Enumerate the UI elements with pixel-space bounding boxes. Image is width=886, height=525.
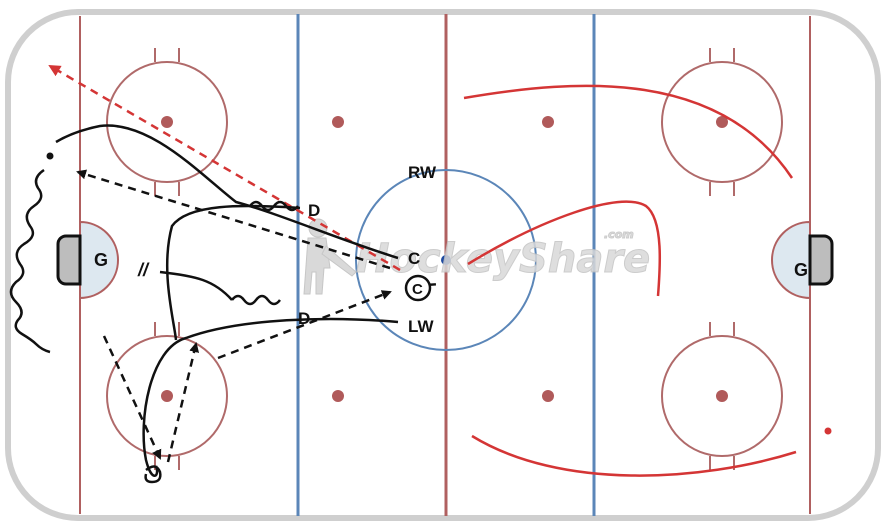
goal-net-left — [56, 234, 82, 286]
red-skating-paths — [463, 84, 797, 477]
marker-double-slash: // — [137, 260, 150, 280]
red-pass-arrow — [48, 64, 401, 272]
red-puck — [824, 427, 832, 435]
label-coach: C — [412, 281, 423, 298]
lw-skate-path — [142, 317, 399, 477]
neutral-dot — [542, 116, 554, 128]
label-goalie-left: G — [94, 250, 108, 270]
label-goalie-right: G — [794, 260, 808, 280]
goal-crease-left — [79, 220, 119, 300]
goal-crease-right — [771, 220, 811, 300]
watermark-player-icon — [303, 218, 357, 295]
d-bottom-skate-wiggle — [231, 294, 281, 306]
black-skating-paths — [9, 124, 399, 484]
faceoff-circle-top-right — [661, 48, 783, 196]
label-c: C — [408, 249, 420, 268]
goalie-wiggle-path — [9, 168, 51, 354]
neutral-dot — [332, 390, 344, 402]
faceoff-circle-bottom-left — [106, 322, 228, 470]
center-circle — [355, 169, 537, 351]
faceoff-circle-top-left — [106, 48, 228, 196]
curl-path — [144, 465, 162, 484]
label-d-bottom: D — [298, 309, 310, 328]
start-puck — [46, 152, 54, 160]
pass-to-corner-left — [76, 169, 391, 270]
c-skate-path — [55, 124, 399, 260]
neutral-dot — [542, 390, 554, 402]
coach-marker — [404, 274, 432, 302]
goal-net-right — [808, 234, 834, 286]
center-dot — [441, 255, 451, 265]
watermark-suffix: .com — [604, 228, 634, 241]
d-top-loop-path — [165, 204, 301, 341]
red-path-middle — [467, 200, 662, 297]
red-path-top — [463, 84, 794, 179]
label-d-top: D — [308, 201, 320, 220]
pass-to-point — [217, 290, 392, 360]
pass-net-front — [166, 342, 200, 463]
d-bottom-loop-path — [159, 270, 233, 301]
label-lw: LW — [408, 317, 434, 336]
neutral-dot — [332, 116, 344, 128]
red-path-bottom — [471, 434, 797, 477]
faceoff-circle-bottom-right — [661, 322, 783, 470]
label-rw: RW — [408, 163, 437, 182]
